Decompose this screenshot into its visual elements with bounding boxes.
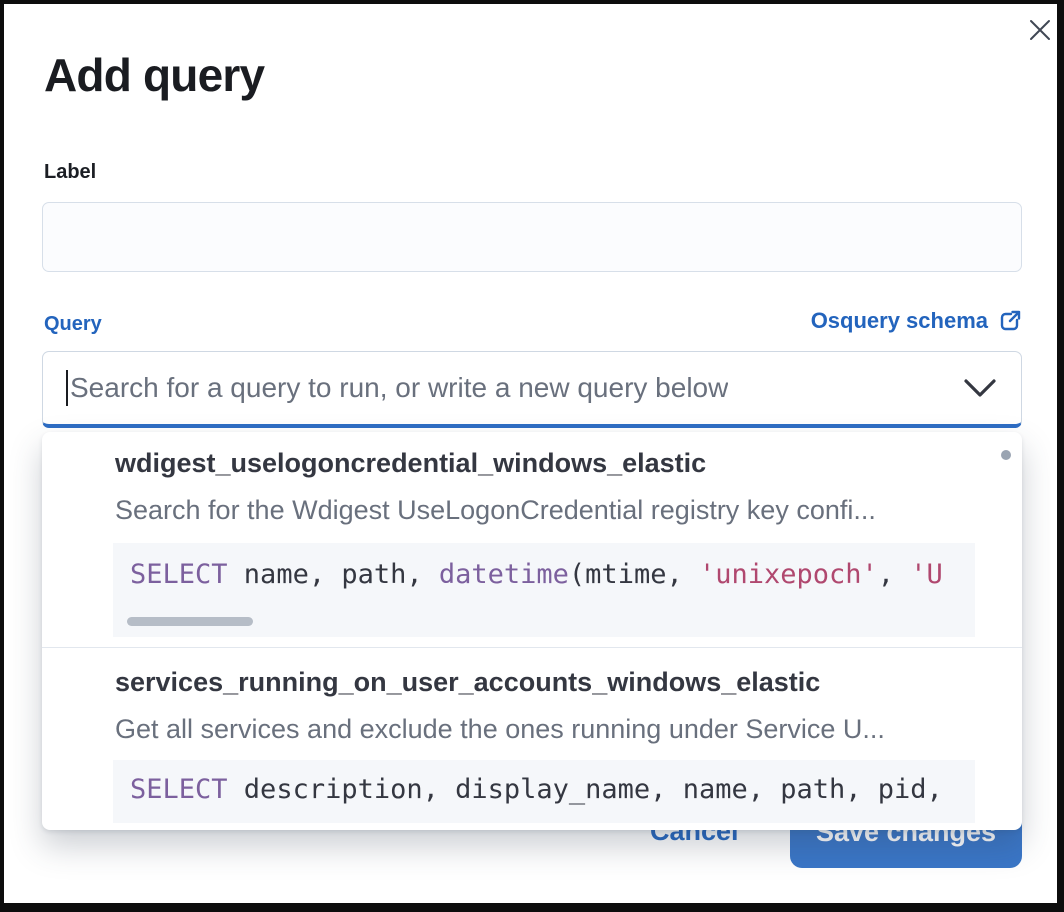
query-field-label: Query: [44, 313, 102, 335]
option-divider: [42, 647, 1022, 648]
option-code: SELECT name, path, datetime(mtime, 'unix…: [130, 559, 943, 590]
external-link-icon: [1000, 310, 1021, 331]
horizontal-scrollbar-thumb[interactable]: [127, 617, 253, 626]
text-caret: [66, 370, 68, 406]
close-icon: [1030, 20, 1050, 40]
option-code-block: SELECT description, display_name, name, …: [113, 760, 975, 823]
osquery-schema-link-label: Osquery schema: [810, 308, 988, 333]
modal-title: Add query: [44, 49, 265, 101]
option-name: wdigest_uselogoncredential_windows_elast…: [115, 448, 707, 478]
label-field-label: Label: [44, 161, 97, 183]
query-combobox[interactable]: Search for a query to run, or write a ne…: [42, 351, 1022, 428]
combobox-placeholder: Search for a query to run, or write a ne…: [70, 372, 729, 403]
option-code-block: SELECT name, path, datetime(mtime, 'unix…: [113, 543, 975, 637]
option-description: Search for the Wdigest UseLogonCredentia…: [115, 495, 876, 525]
option-name: services_running_on_user_accounts_window…: [115, 667, 821, 697]
option-description: Get all services and exclude the ones ru…: [115, 714, 885, 744]
close-button[interactable]: [1020, 10, 1060, 50]
option-code: SELECT description, display_name, name, …: [130, 774, 943, 805]
label-input[interactable]: [42, 202, 1022, 272]
osquery-schema-link[interactable]: Osquery schema: [811, 308, 1022, 334]
vertical-scrollbar-thumb[interactable]: [1001, 450, 1011, 460]
query-suggestions-dropdown: wdigest_uselogoncredential_windows_elast…: [42, 432, 1022, 830]
chevron-down-icon[interactable]: [963, 377, 997, 399]
